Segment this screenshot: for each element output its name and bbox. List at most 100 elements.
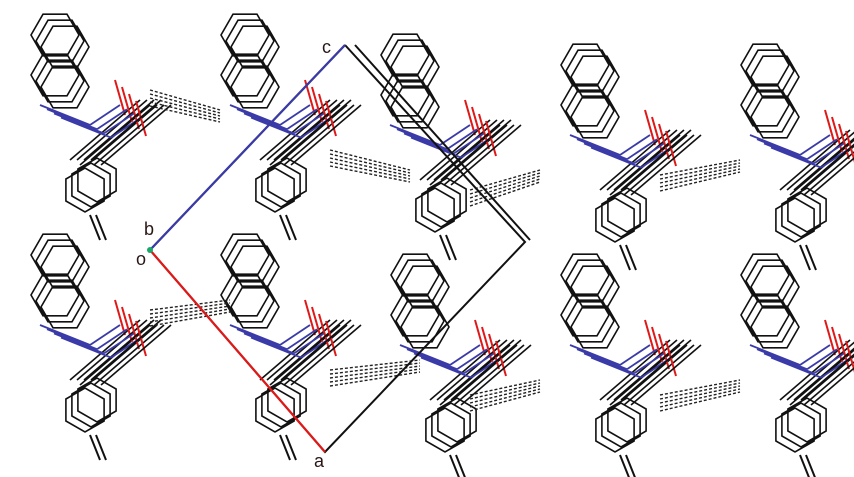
nitrogen-bond: [583, 352, 635, 375]
ring-stack: [427, 177, 467, 223]
contact-dash: [659, 168, 741, 188]
contact-dash: [329, 368, 421, 383]
contact-dash: [659, 379, 741, 396]
oxygen-bond: [474, 319, 486, 356]
unit-cell: [147, 44, 531, 454]
methyl-bond: [625, 244, 637, 271]
ring-stack: [77, 377, 117, 423]
ring-stack: [787, 397, 827, 443]
contact-dash: [469, 379, 541, 396]
nitrogen-bond: [250, 116, 302, 139]
carbon-bond: [426, 119, 498, 181]
nitrogen-bond: [446, 128, 478, 150]
carbon-bond: [90, 99, 162, 161]
carbon-bond: [429, 339, 501, 401]
contact-dash: [329, 362, 421, 375]
nitrogen-bond: [60, 336, 112, 359]
contact-dash: [659, 159, 741, 176]
contact-dash: [329, 161, 411, 180]
nitrogen-bond: [813, 142, 845, 165]
contact-dash: [149, 302, 231, 315]
carbon-bond: [446, 344, 518, 406]
ring-stack: [421, 182, 461, 228]
nitrogen-bond: [626, 138, 658, 160]
nitrogen-bond: [756, 138, 808, 161]
ring-stack: [560, 293, 610, 337]
axis-label-c: c: [322, 37, 331, 57]
carbon-bond: [69, 99, 141, 161]
ring-stack: [595, 197, 635, 243]
methyl-bond: [445, 234, 457, 261]
carbon-bond: [803, 151, 854, 196]
carbon-bond: [436, 124, 508, 186]
nitrogen-bond: [463, 352, 495, 375]
methyl-bond: [285, 214, 297, 241]
nitrogen-bond: [403, 132, 455, 155]
nitrogen-bond: [583, 142, 635, 165]
ring-stack: [740, 293, 790, 337]
carbon-bond: [810, 157, 854, 196]
methyl-bond: [799, 454, 810, 477]
contact-dash: [329, 157, 411, 177]
carbon-bond: [786, 341, 854, 401]
nitrogen-bond: [619, 344, 651, 366]
contact-dash: [659, 391, 741, 412]
oxygen-bond: [114, 299, 126, 336]
oxygen-bond: [318, 93, 330, 130]
methyl-bond: [95, 214, 107, 241]
ring-stack: [30, 53, 80, 97]
ring-stack: [570, 95, 620, 139]
ring-stack: [415, 187, 455, 233]
nitrogen-bond: [293, 112, 325, 135]
carbon-bond: [433, 119, 505, 181]
nitrogen-bond: [89, 324, 121, 346]
nitrogen-bond: [286, 328, 318, 350]
oxygen-bond: [838, 333, 850, 370]
ring-stack: [255, 167, 295, 213]
carbon-bond: [800, 143, 854, 191]
contact-dash: [149, 299, 231, 311]
nitrogen-bond: [756, 348, 808, 371]
ring-stack: [230, 285, 280, 329]
oxygen-bond: [665, 130, 677, 167]
oxygen-bond: [478, 113, 490, 150]
ring-stack: [787, 187, 827, 233]
ring-stack: [255, 387, 295, 433]
ring-stack: [565, 89, 615, 133]
nitrogen-bond: [389, 124, 441, 146]
carbon-bond: [779, 129, 851, 191]
carbon-bond: [793, 347, 854, 401]
axis-label-a: a: [314, 451, 325, 471]
contact-dash: [149, 89, 221, 111]
carbon-bond: [786, 131, 854, 191]
nitrogen-bond: [453, 132, 485, 155]
ring-stack: [595, 407, 635, 453]
oxygen-bond: [325, 320, 337, 357]
carbon-bond: [69, 319, 141, 381]
carbon-bond: [613, 339, 685, 401]
carbon-bond: [443, 124, 515, 186]
nitrogen-bond: [250, 336, 302, 359]
axis-origin-marker: [147, 247, 153, 253]
carbon-bond: [266, 319, 338, 381]
ring-stack: [400, 305, 450, 349]
ring-stack: [71, 162, 111, 208]
nitrogen-bond: [236, 328, 288, 351]
oxygen-bond: [658, 333, 670, 370]
nitrogen-bond: [590, 356, 642, 379]
carbon-bond: [280, 319, 352, 381]
carbon-bond: [450, 339, 522, 401]
carbon-bond: [93, 324, 165, 386]
carbon-bond: [76, 99, 148, 161]
contact-dash: [659, 162, 741, 180]
oxygen-bond: [304, 299, 316, 336]
carbon-bond: [616, 344, 688, 406]
oxygen-bond: [644, 319, 656, 356]
contact-dash: [329, 165, 411, 183]
nitrogen-bond: [749, 134, 801, 156]
contact-dash: [469, 178, 541, 203]
carbon-bond: [290, 104, 362, 166]
carbon-bond: [436, 339, 508, 401]
carbon-bond: [100, 104, 172, 166]
nitrogen-bond: [749, 344, 801, 366]
